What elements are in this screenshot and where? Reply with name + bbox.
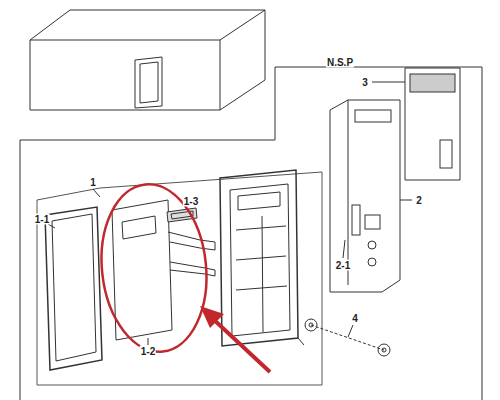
highlight-arrow [200,306,270,372]
panel-housing [220,170,304,346]
callout-number: 1-2 [140,346,156,357]
callout-number: 1-1 [34,214,50,225]
door-frame [45,207,102,370]
callout-number: N.S.P [326,57,354,68]
assembly-outline [37,172,322,385]
control-board [330,100,412,292]
callout-number: 1-3 [183,196,199,207]
callout-number: 1 [89,177,97,188]
callout-number: 4 [351,313,359,324]
pcb [372,68,460,180]
control-membrane [112,200,215,345]
highlight-circle [94,179,215,357]
microwave-overview [30,10,265,110]
washers [305,319,390,356]
group-bracket [20,67,482,400]
callout-number: 3 [361,77,369,88]
callout-number: 2 [415,195,423,206]
callout-number: 2-1 [335,260,351,271]
